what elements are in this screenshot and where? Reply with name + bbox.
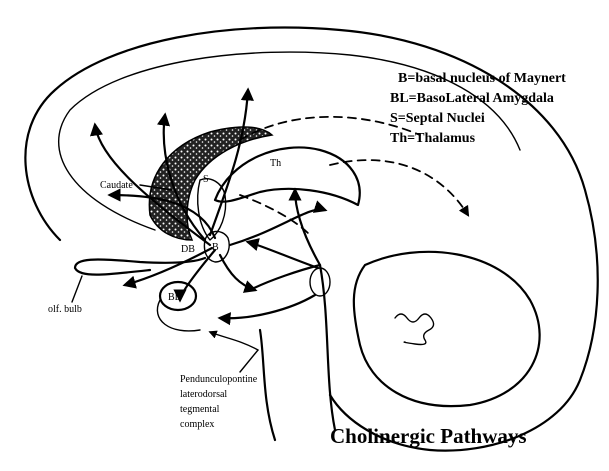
caudate-leader-line xyxy=(139,184,173,191)
olfactory-bulb xyxy=(73,256,207,276)
basal-region-outline xyxy=(203,230,230,263)
label-diagonal-band: DB xyxy=(181,244,195,255)
label-basal-nucleus: B xyxy=(212,242,219,253)
label-basolateral-amygdala: BL xyxy=(168,292,181,303)
projection-arrow xyxy=(208,330,259,351)
projection-arrow xyxy=(122,246,214,289)
diagram-title: Cholinergic Pathways xyxy=(330,424,527,448)
label-caudate: Caudate xyxy=(100,180,133,191)
brainstem-outline xyxy=(248,263,337,442)
projection-arrow xyxy=(208,87,254,237)
legend-line-s: S=Septal Nuclei xyxy=(390,111,485,126)
projection-arrow xyxy=(288,187,322,267)
label-septal: S xyxy=(203,174,209,185)
projection-arrow xyxy=(228,200,328,247)
temporal-lobe-outline xyxy=(156,299,201,332)
label-ppt-line3: tegmental xyxy=(180,404,220,415)
legend-line-b: B=basal nucleus of Maynert xyxy=(398,71,566,86)
projection-arrow xyxy=(217,293,317,326)
inner-cortex-outline xyxy=(58,51,521,231)
dashed-projection xyxy=(239,115,421,141)
pedunculopontine-nucleus-outline xyxy=(309,267,331,297)
septal-region-outline xyxy=(197,178,227,241)
basolateral-amygdala-outline xyxy=(158,280,198,312)
dashed-projection xyxy=(239,194,311,236)
projection-arrow xyxy=(245,238,320,270)
label-ppt-line2: laterodorsal xyxy=(180,389,227,400)
cerebellum-outline xyxy=(352,250,541,408)
label-thalamus: Th xyxy=(270,158,281,169)
label-olfactory-bulb: olf. bulb xyxy=(48,304,82,315)
label-ppt-line4: complex xyxy=(180,419,214,430)
legend-line-th: Th=Thalamus xyxy=(390,131,476,146)
ppt-leader-line xyxy=(239,349,259,373)
cortex-outline xyxy=(24,26,599,452)
projection-arrow xyxy=(173,248,217,303)
cerebellum-folia xyxy=(394,313,435,346)
projection-arrow xyxy=(89,122,212,247)
caudate-nucleus xyxy=(148,126,274,241)
projection-arrow xyxy=(156,112,207,242)
projection-arrow xyxy=(218,253,258,293)
dashed-projection xyxy=(329,159,470,217)
legend-line-bl: BL=BasoLateral Amygdala xyxy=(390,91,554,106)
thalamus-outline xyxy=(213,146,361,207)
projection-arrow xyxy=(107,188,217,240)
olfactory-leader-line xyxy=(71,275,83,303)
label-ppt-line1: Pendunculopontine xyxy=(180,374,258,385)
